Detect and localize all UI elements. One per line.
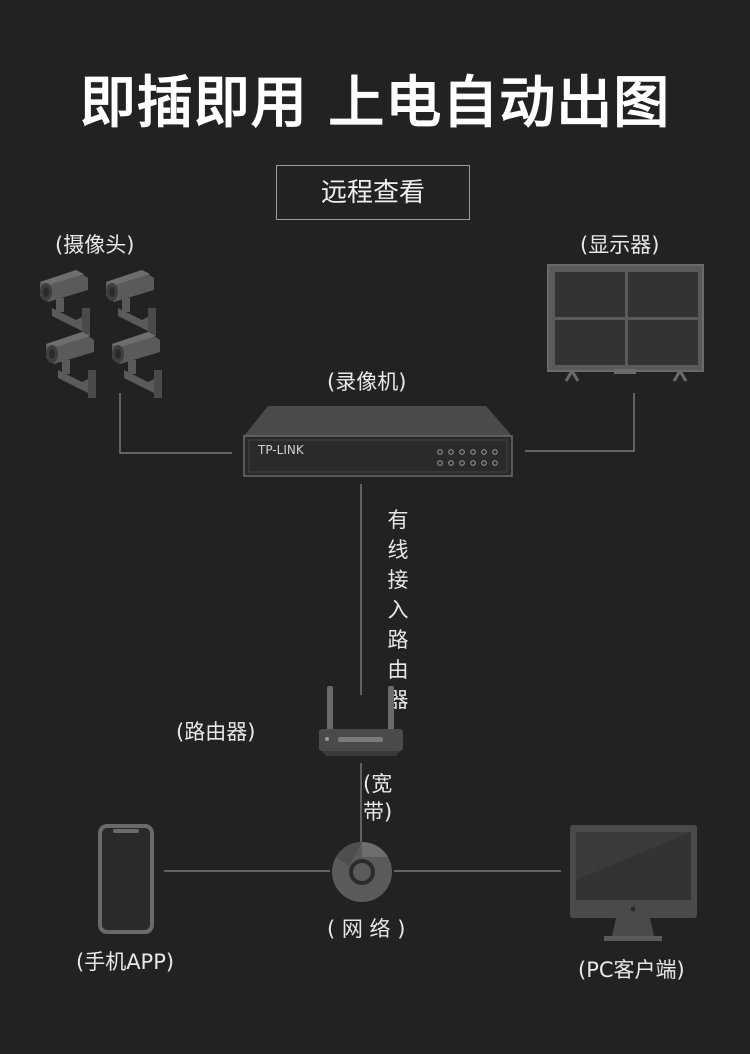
phone-label: (手机APP) bbox=[76, 950, 175, 974]
router-label: (路由器) bbox=[176, 720, 256, 744]
camera-to-nvr-line bbox=[119, 393, 232, 454]
router-icon bbox=[319, 686, 403, 756]
monitor-label: (显示器) bbox=[580, 233, 660, 257]
nvr-brand-label: TP-LINK bbox=[258, 443, 304, 457]
camera-icon bbox=[40, 270, 162, 398]
phone-icon bbox=[98, 824, 154, 934]
pc-label: (PC客户端) bbox=[578, 958, 685, 982]
camera-label: (摄像头) bbox=[55, 233, 135, 257]
nvr-label: (录像机) bbox=[327, 370, 407, 394]
monitor-icon bbox=[547, 264, 704, 382]
nvr-icon bbox=[243, 406, 513, 477]
network-label: ( 网 络 ) bbox=[327, 917, 406, 941]
monitor-to-nvr-line bbox=[525, 393, 635, 452]
connection-lines bbox=[119, 393, 635, 872]
remote-view-box: 远程查看 bbox=[276, 165, 470, 220]
pc-icon bbox=[570, 825, 697, 941]
page-title: 即插即用 上电自动出图 bbox=[79, 71, 671, 136]
chrome-icon bbox=[332, 842, 392, 902]
